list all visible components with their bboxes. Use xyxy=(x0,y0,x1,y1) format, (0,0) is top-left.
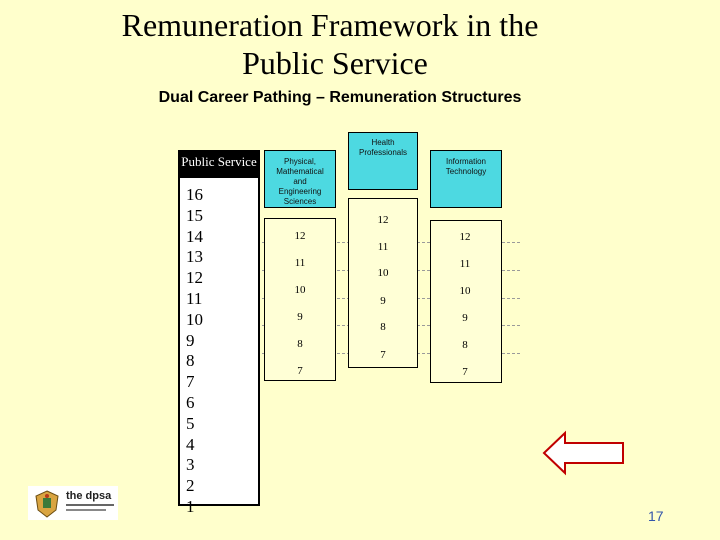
slide-title-line-2: Public Service xyxy=(242,45,428,81)
level-item: 9 xyxy=(186,330,195,350)
it-level: 10 xyxy=(459,285,471,297)
level-item: 8 xyxy=(186,351,195,371)
health-header-label: Health Professionals xyxy=(349,138,417,158)
level-item: 1 xyxy=(186,496,195,516)
pmes-level: 7 xyxy=(297,365,303,377)
public-service-levels: 16 15 14 13 12 11 10 9 8 7 6 5 4 3 2 1 xyxy=(186,185,203,518)
level-item: 12 xyxy=(186,268,203,288)
pmes-level: 12 xyxy=(294,230,306,242)
pmes-level: 9 xyxy=(297,311,303,323)
health-label-line: Professionals xyxy=(358,148,408,157)
public-service-label: Public Service xyxy=(181,154,257,169)
level-item: 11 xyxy=(186,288,203,308)
level-item: 3 xyxy=(186,455,195,475)
logo-subtext-bar xyxy=(66,504,114,506)
health-level: 10 xyxy=(377,267,389,279)
pmes-label-line: Engineering xyxy=(278,187,322,196)
level-item: 14 xyxy=(186,226,203,246)
pmes-level: 11 xyxy=(294,257,306,269)
pmes-label-line: and xyxy=(293,177,307,186)
coat-of-arms-icon xyxy=(34,490,60,518)
health-ladder: 12 11 10 9 8 7 xyxy=(348,198,418,368)
level-item: 15 xyxy=(186,205,203,225)
level-item: 16 xyxy=(186,185,203,204)
public-service-header: Public Service xyxy=(180,152,258,178)
logo-subtext-bar xyxy=(66,509,106,511)
health-level: 8 xyxy=(380,321,386,333)
it-level: 12 xyxy=(459,231,471,243)
slide-subtitle: Dual Career Pathing – Remuneration Struc… xyxy=(158,89,522,106)
it-label-line: Information xyxy=(445,157,487,166)
it-header-box: Information Technology xyxy=(430,150,502,208)
level-item: 5 xyxy=(186,413,195,433)
health-header-box: Health Professionals xyxy=(348,132,418,190)
level-item: 4 xyxy=(186,434,195,454)
pmes-label-line: Sciences xyxy=(283,197,317,206)
pmes-ladder: 12 11 10 9 8 7 xyxy=(264,218,336,381)
it-header-label: Information Technology xyxy=(431,157,501,177)
pmes-label-line: Mathematical xyxy=(276,167,324,176)
pmes-level: 10 xyxy=(294,284,306,296)
it-ladder: 12 11 10 9 8 7 xyxy=(430,220,502,383)
health-level: 12 xyxy=(377,214,389,226)
health-level: 11 xyxy=(377,241,389,253)
dpsa-logo: the dpsa xyxy=(28,486,118,520)
pmes-header-box: Physical, Mathematical and Engineering S… xyxy=(264,150,336,208)
level-item: 6 xyxy=(186,392,195,412)
level-item: 2 xyxy=(186,476,195,496)
level-item: 13 xyxy=(186,247,203,267)
public-service-column: Public Service 16 15 14 13 12 11 10 9 8 … xyxy=(178,150,260,516)
health-level: 9 xyxy=(380,295,386,307)
page-number: 17 xyxy=(648,508,664,524)
pmes-label-line: Physical, xyxy=(283,157,316,166)
health-label-line: Health xyxy=(371,138,395,147)
level-item: 10 xyxy=(186,309,203,329)
pmes-header-label: Physical, Mathematical and Engineering S… xyxy=(265,157,335,207)
logo-text: the dpsa xyxy=(66,490,112,502)
it-level: 7 xyxy=(462,366,468,378)
it-level: 9 xyxy=(462,312,468,324)
it-level: 8 xyxy=(462,339,468,351)
slide-title: Remuneration Framework in the Public Ser… xyxy=(0,6,660,82)
it-level: 11 xyxy=(459,258,471,270)
pmes-level: 8 xyxy=(297,338,303,350)
it-label-line: Technology xyxy=(445,167,487,176)
level-item: 7 xyxy=(186,372,195,392)
left-arrow-icon[interactable] xyxy=(542,430,625,479)
health-level: 7 xyxy=(380,349,386,361)
slide-title-line-1: Remuneration Framework in the xyxy=(121,7,539,43)
